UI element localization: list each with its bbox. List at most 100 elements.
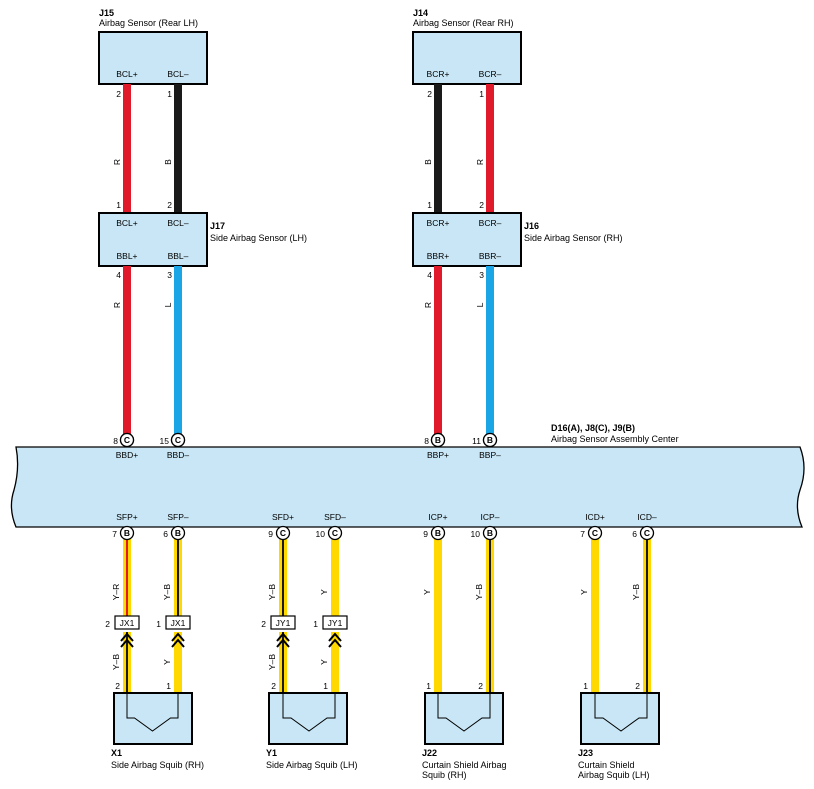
pin-number: 4: [427, 270, 432, 280]
ecu-terminal: [327, 525, 343, 541]
ecu-terminal-letter: B: [435, 435, 441, 445]
squib-name: Curtain Shield Airbag: [422, 760, 507, 770]
wire-Y: [174, 632, 182, 693]
pin-number: 4: [116, 270, 121, 280]
ecu-pin-number: 7: [112, 529, 117, 539]
sensor-id: J15: [99, 8, 114, 18]
wire-R: [434, 266, 442, 434]
wire-Y-stripe: [282, 536, 284, 616]
sensor-pin-label: BCR+: [427, 218, 450, 228]
wire-Y-stripe: [646, 536, 648, 693]
wire-R: [486, 84, 494, 213]
ecu-pin-label: BBP+: [427, 450, 449, 460]
ecu-terminal-letter: C: [332, 528, 338, 538]
sensor-connector-box: [98, 212, 208, 267]
squib-name: Airbag Squib (LH): [578, 770, 650, 780]
sensor-name: Side Airbag Sensor (LH): [210, 233, 307, 243]
pin-number: 1: [479, 89, 484, 99]
wire-Y: [591, 536, 599, 693]
ecu-terminal-letter: B: [124, 528, 130, 538]
ecu-terminal-letter: B: [487, 528, 493, 538]
squib-id: J22: [422, 748, 437, 758]
squib-id: J23: [578, 748, 593, 758]
wire-color-label: B: [163, 159, 173, 165]
wire-color-label: R: [112, 159, 122, 165]
wire-color-label: Y: [579, 589, 589, 595]
sensor-name: Side Airbag Sensor (RH): [524, 233, 623, 243]
squib-pin-number: 1: [166, 681, 171, 691]
sensor-pin-label: BCL+: [116, 69, 138, 79]
squib-pin-number: 1: [323, 681, 328, 691]
wire-Y-stripe: [489, 536, 491, 693]
junction-connector: [165, 615, 191, 630]
sensor-connector-box: [412, 212, 522, 267]
pin-number: 1: [116, 200, 121, 210]
wire-color-label: B: [423, 159, 433, 165]
connector-chevron-icon: [328, 632, 342, 642]
junction-pin-number: 2: [261, 619, 266, 629]
wire-R: [123, 84, 131, 213]
ecu-terminal: [170, 432, 186, 448]
junction-connector: [114, 615, 140, 630]
squib-pin-number: 2: [115, 681, 120, 691]
wire-color-label: Y: [162, 659, 172, 665]
sensor-pin-label: BCR–: [479, 69, 502, 79]
ecu-terminal: [119, 432, 135, 448]
squib-pin-number: 2: [271, 681, 276, 691]
squib-name: Squib (RH): [422, 770, 467, 780]
wire-color-label: Y–B: [474, 584, 484, 600]
ecu-pin-number: 10: [471, 529, 481, 539]
connector-chevron-icon: [120, 638, 134, 648]
ecu-pin-number: 8: [113, 436, 118, 446]
wire-R: [123, 266, 131, 434]
ecu-terminal: [587, 525, 603, 541]
sensor-pin-label: BCR+: [427, 69, 450, 79]
ecu-pin-label: ICD+: [585, 512, 605, 522]
ecu-terminal-letter: C: [644, 528, 650, 538]
squib-symbol-icon: [437, 693, 491, 732]
wire-color-label: Y–R: [111, 584, 121, 601]
sensor-connector-box: [412, 31, 522, 85]
ecu-pin-label: BBD–: [167, 450, 189, 460]
wire-color-label: Y–B: [631, 584, 641, 600]
wire-L: [174, 266, 182, 434]
wire-Y-stripe: [126, 536, 128, 616]
ecu-terminal: [170, 525, 186, 541]
wire-L: [486, 266, 494, 434]
sensor-pin-label: BBL+: [116, 251, 137, 261]
connector-chevron-icon: [171, 638, 185, 648]
ecu-id: D16(A), J8(C), J9(B): [551, 423, 635, 433]
squib-name: Curtain Shield: [578, 760, 635, 770]
junction-connector-label: JX1: [171, 618, 186, 628]
pin-number: 2: [479, 200, 484, 210]
connector-chevron-icon: [328, 638, 342, 648]
junction-pin-number: 1: [313, 619, 318, 629]
wire-color-label: Y: [422, 589, 432, 595]
sensor-pin-label: BBL–: [168, 251, 189, 261]
sensor-id: J17: [210, 221, 225, 231]
squib-symbol-icon: [282, 693, 336, 732]
wire-color-label: Y–B: [267, 654, 277, 670]
ecu-pin-label: BBD+: [116, 450, 138, 460]
ecu-pin-number: 9: [268, 529, 273, 539]
squib-name: Side Airbag Squib (RH): [111, 760, 204, 770]
connector-chevron-icon: [171, 632, 185, 642]
squib-symbol-icon: [594, 693, 648, 732]
sensor-id: J14: [413, 8, 428, 18]
pin-number: 2: [116, 89, 121, 99]
wire-Y-stripe: [126, 632, 128, 693]
junction-connector: [270, 615, 296, 630]
junction-connector-label: JY1: [328, 618, 343, 628]
ecu-pin-label: ICP+: [428, 512, 447, 522]
squib-symbol-icon: [126, 693, 179, 732]
ecu-terminal: [275, 525, 291, 541]
sensor-pin-label: BCL–: [167, 69, 189, 79]
junction-connector-label: JY1: [276, 618, 291, 628]
connector-chevron-icon: [276, 632, 290, 642]
wire-color-label: Y–B: [267, 584, 277, 600]
sensor-name: Airbag Sensor (Rear RH): [413, 18, 514, 28]
junction-connector-label: JX1: [120, 618, 135, 628]
squib-pin-number: 1: [583, 681, 588, 691]
squib-id: X1: [111, 748, 122, 758]
